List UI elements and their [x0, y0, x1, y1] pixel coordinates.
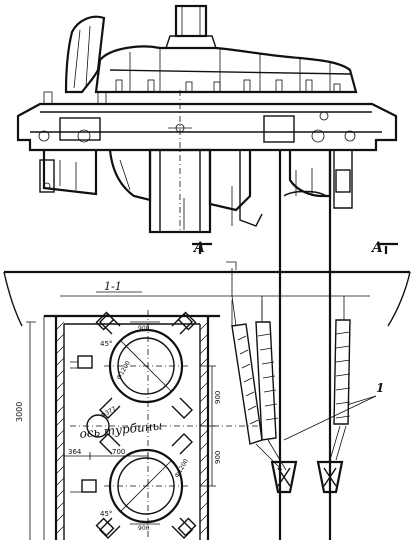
dim-offset-mid: 700	[112, 448, 125, 456]
dim-angle-upper: 45°	[100, 340, 112, 348]
dim-angle-lower: 45°	[100, 510, 112, 518]
dim-vertical-upper: 900	[214, 391, 222, 404]
dim-small-upper: 900	[138, 325, 150, 332]
section-marker-right: A	[370, 240, 383, 256]
dim-small-lower: 900	[138, 525, 150, 532]
turbine-axis-label: ось турбины	[79, 418, 163, 441]
dim-offset-left: 364	[68, 448, 82, 456]
dim-vertical-lower: 900	[214, 451, 222, 464]
section-title: 1-1	[104, 280, 122, 293]
spring-hangers	[226, 261, 377, 494]
callout-number: 1	[376, 381, 384, 395]
turbine-elevation-view	[16, 4, 398, 540]
section-marker-left: A	[192, 240, 205, 256]
section-view	[3, 270, 411, 540]
dim-height-total: 3000	[15, 402, 24, 422]
